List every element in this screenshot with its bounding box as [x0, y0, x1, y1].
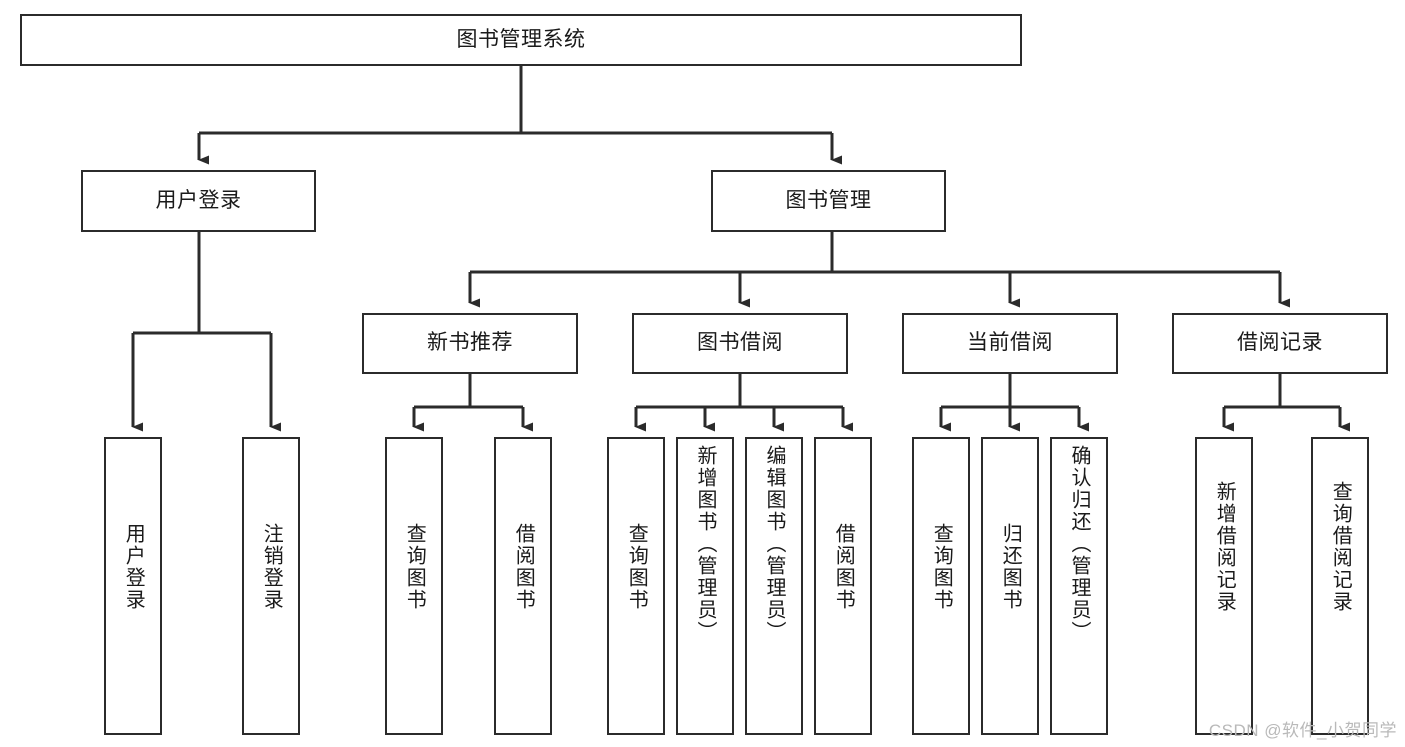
node-leaf-query-record-label: 查询借阅记录	[1329, 481, 1352, 613]
node-leaf-borrow-book-1[interactable]: 借阅图书	[494, 437, 552, 735]
node-leaf-return-book-label: 归还图书	[999, 523, 1022, 611]
node-leaf-query-book-3[interactable]: 查询图书	[912, 437, 970, 735]
node-current-borrow-label: 当前借阅	[967, 331, 1053, 355]
node-leaf-confirm-return[interactable]: 确认归还（管理员）	[1050, 437, 1108, 735]
node-leaf-edit-book[interactable]: 编辑图书（管理员）	[745, 437, 803, 735]
node-leaf-user-logout-label: 注销登录	[260, 523, 283, 611]
node-user-login[interactable]: 用户登录	[81, 170, 316, 232]
node-book-borrow[interactable]: 图书借阅	[632, 313, 848, 374]
node-leaf-query-book-3-label: 查询图书	[930, 523, 953, 611]
node-leaf-borrow-book-2[interactable]: 借阅图书	[814, 437, 872, 735]
node-new-book-recommend-label: 新书推荐	[427, 331, 513, 355]
node-root-label: 图书管理系统	[456, 27, 586, 51]
watermark-text: CSDN @软件_小贺同学	[1208, 721, 1397, 740]
node-leaf-query-book-1-label: 查询图书	[403, 523, 426, 611]
node-leaf-borrow-book-1-label: 借阅图书	[512, 523, 535, 611]
node-leaf-query-book-2-label: 查询图书	[625, 523, 648, 611]
node-leaf-return-book[interactable]: 归还图书	[981, 437, 1039, 735]
node-user-login-label: 用户登录	[155, 188, 242, 212]
node-leaf-user-login[interactable]: 用户登录	[104, 437, 162, 735]
node-leaf-query-record[interactable]: 查询借阅记录	[1311, 437, 1369, 735]
node-leaf-add-record-label: 新增借阅记录	[1213, 481, 1236, 613]
node-book-borrow-label: 图书借阅	[697, 331, 783, 355]
node-leaf-edit-book-label: 编辑图书（管理员）	[763, 445, 785, 643]
node-borrow-record-label: 借阅记录	[1237, 331, 1323, 355]
node-leaf-user-login-label: 用户登录	[122, 523, 145, 611]
node-leaf-query-book-1[interactable]: 查询图书	[385, 437, 443, 735]
node-borrow-record[interactable]: 借阅记录	[1172, 313, 1388, 374]
node-new-book-recommend[interactable]: 新书推荐	[362, 313, 578, 374]
node-current-borrow[interactable]: 当前借阅	[902, 313, 1118, 374]
node-leaf-user-logout[interactable]: 注销登录	[242, 437, 300, 735]
node-leaf-query-book-2[interactable]: 查询图书	[607, 437, 665, 735]
node-leaf-add-book[interactable]: 新增图书（管理员）	[676, 437, 734, 735]
node-book-manage[interactable]: 图书管理	[711, 170, 946, 232]
node-leaf-confirm-return-label: 确认归还（管理员）	[1068, 445, 1090, 643]
node-leaf-add-record[interactable]: 新增借阅记录	[1195, 437, 1253, 735]
node-book-manage-label: 图书管理	[785, 188, 872, 212]
node-root[interactable]: 图书管理系统	[20, 14, 1022, 66]
node-leaf-borrow-book-2-label: 借阅图书	[832, 523, 855, 611]
node-leaf-add-book-label: 新增图书（管理员）	[694, 445, 716, 643]
